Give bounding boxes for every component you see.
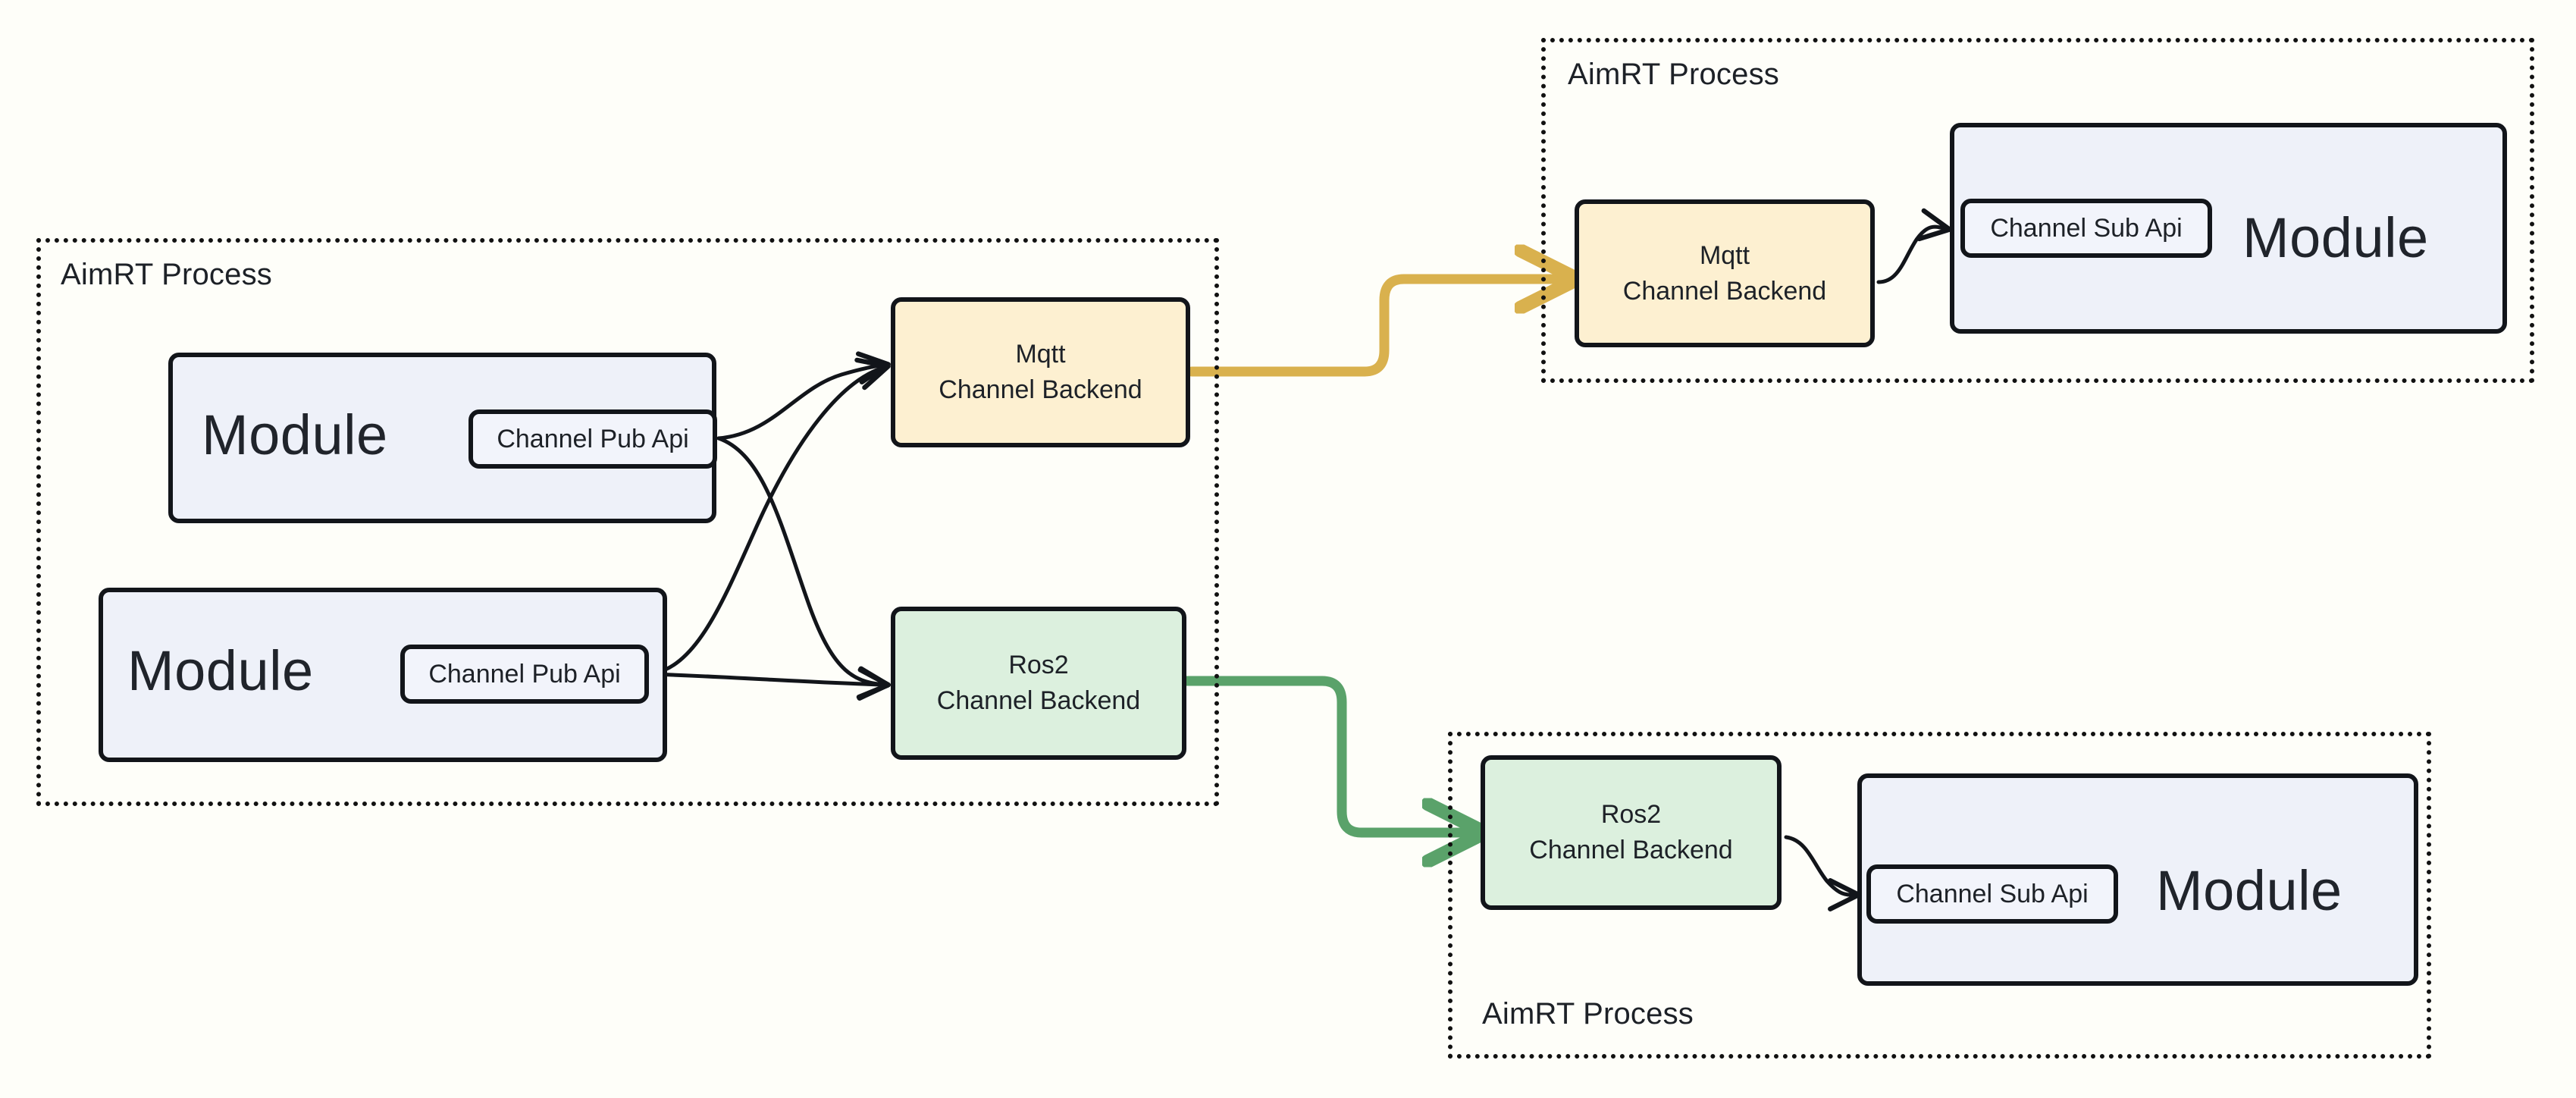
process-box-subscriber-mqtt bbox=[1541, 38, 2534, 383]
backend-name: Ros2 bbox=[1600, 800, 1662, 830]
module-box-sub-mqtt[interactable]: Module bbox=[1950, 123, 2507, 334]
link-ros2-backend-to-remote-ros2 bbox=[1182, 676, 1474, 833]
process-label-publisher: AimRT Process bbox=[61, 258, 272, 291]
backend-kind: Channel Backend bbox=[936, 686, 1141, 715]
link-mqtt-backend-to-remote-mqtt bbox=[1186, 279, 1566, 377]
channel-pub-api-box-2[interactable]: Channel Pub Api bbox=[400, 645, 649, 704]
channel-sub-api-box-ros2[interactable]: Channel Sub Api bbox=[1866, 864, 2118, 924]
backend-kind: Channel Backend bbox=[939, 375, 1142, 404]
process-label-subscriber-mqtt: AimRT Process bbox=[1568, 58, 1779, 91]
backend-box-ros2-sub[interactable]: Ros2 Channel Backend bbox=[1481, 755, 1782, 910]
backend-kind: Channel Backend bbox=[1529, 836, 1733, 864]
process-label-subscriber-ros2: AimRT Process bbox=[1482, 997, 1694, 1031]
process-box-publisher bbox=[36, 238, 1219, 806]
backend-box-ros2-pub[interactable]: Ros2 Channel Backend bbox=[891, 607, 1186, 760]
module-title: Module bbox=[2156, 859, 2343, 922]
module-title: Module bbox=[2242, 206, 2429, 269]
module-title: Module bbox=[127, 639, 314, 702]
backend-name: Mqtt bbox=[1699, 240, 1750, 270]
channel-sub-api-box-mqtt[interactable]: Channel Sub Api bbox=[1960, 199, 2212, 258]
module-title: Module bbox=[202, 403, 388, 466]
backend-name: Mqtt bbox=[1015, 340, 1066, 369]
backend-box-mqtt-pub[interactable]: Mqtt Channel Backend bbox=[891, 297, 1190, 447]
process-box-subscriber-ros2 bbox=[1448, 732, 2431, 1059]
backend-kind: Channel Backend bbox=[1622, 276, 1827, 306]
backend-name: Ros2 bbox=[1008, 651, 1069, 680]
backend-box-mqtt-sub[interactable]: Mqtt Channel Backend bbox=[1575, 199, 1875, 347]
channel-pub-api-box-1[interactable]: Channel Pub Api bbox=[469, 409, 717, 469]
module-box-pub-2[interactable]: Module bbox=[99, 588, 667, 762]
